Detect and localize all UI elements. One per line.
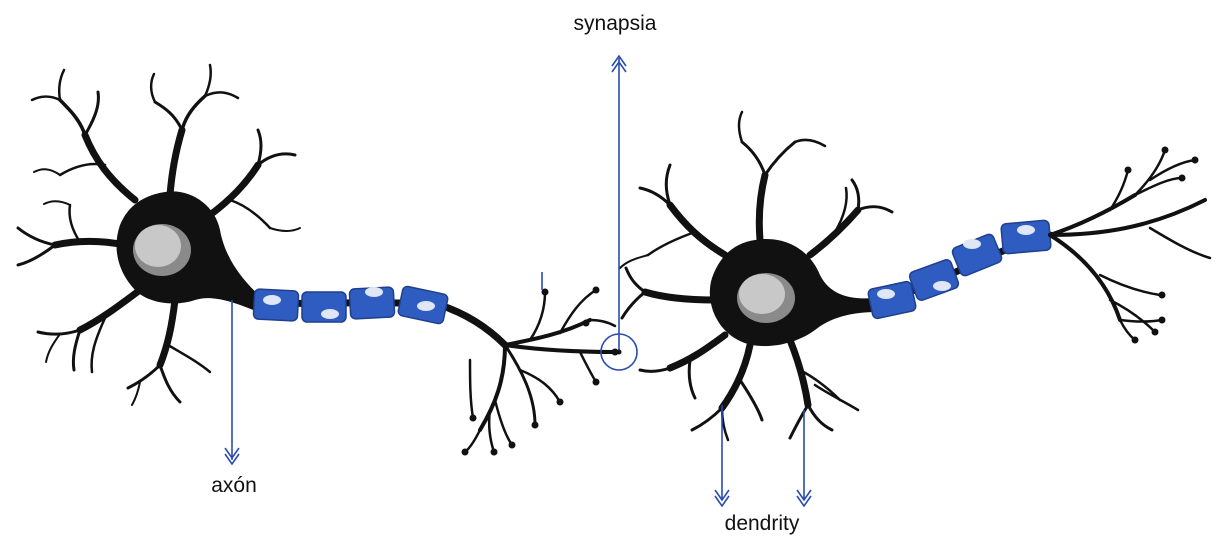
right-neuron-nucleus: [737, 273, 795, 323]
right-axon-terminals: [1050, 147, 1210, 344]
right-neuron: [620, 112, 1210, 440]
right-myelin-sheaths: [867, 220, 1051, 319]
axon-label: axón: [211, 474, 257, 497]
left-myelin-sheaths: [253, 286, 448, 325]
synapse-label: synapsia: [574, 12, 657, 35]
axon-pointer: [225, 300, 239, 464]
left-axon-terminals: [462, 272, 619, 456]
left-neuron: [18, 65, 619, 456]
left-neuron-nucleus: [133, 224, 191, 276]
dendrites-label: dendrity: [725, 512, 800, 535]
